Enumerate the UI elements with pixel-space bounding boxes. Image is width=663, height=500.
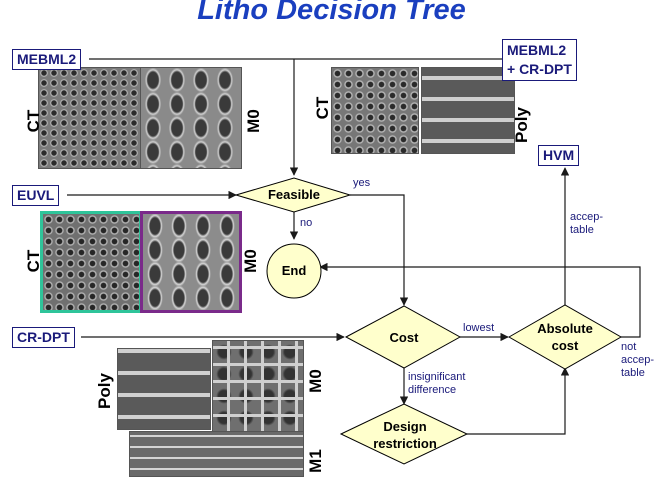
edge-label-insignificant: insignificant difference — [408, 371, 465, 397]
image-label-m1-crdpt: M1 — [306, 449, 325, 473]
image-label-poly-mebml2-crdpt: Poly — [512, 107, 531, 143]
edge-label-not-acceptable-line2: accep- — [621, 354, 655, 366]
connector-absolute-not-acceptable-to-end — [319, 262, 641, 338]
sem-image-crdpt-m1 — [129, 431, 304, 477]
source-euvl: EUVL — [12, 185, 60, 206]
connector-feasible-yes-to-cost — [350, 194, 409, 306]
absolute-cost-label: Absolute cost — [520, 320, 610, 354]
edge-label-no: no — [300, 217, 313, 229]
sem-image-crdpt-poly — [117, 348, 211, 430]
connector-design-to-absolute — [467, 367, 570, 435]
image-label-ct-euvl: CT — [24, 249, 43, 273]
design-restriction-label: Design restriction — [360, 418, 450, 452]
edge-label-not-acceptable-line3: table — [621, 367, 645, 379]
design-restriction-label-line1: Design — [383, 419, 427, 434]
source-mebml2-crdpt: MEBML2 + CR-DPT — [502, 39, 577, 81]
sem-image-euvl-m0 — [140, 211, 242, 313]
cost-label: Cost — [389, 330, 419, 345]
image-label-poly-crdpt: Poly — [95, 373, 114, 409]
image-label-ct-mebml2: CT — [24, 109, 43, 133]
edge-label-yes: yes — [353, 177, 371, 189]
image-label-m0-crdpt: M0 — [306, 369, 325, 393]
edge-label-lowest: lowest — [463, 322, 495, 334]
edge-label-acceptable-line1: accep- — [570, 211, 604, 223]
edge-label-acceptable-line2: table — [570, 224, 594, 236]
sem-image-mebml2-crdpt-ct — [331, 67, 419, 154]
image-label-m0-mebml2: M0 — [244, 109, 263, 133]
edge-label-insignificant-line1: insignificant — [408, 371, 466, 383]
feasible-label: Feasible — [267, 187, 321, 202]
design-restriction-label-line2: restriction — [373, 436, 437, 451]
absolute-cost-node-shape — [507, 304, 623, 370]
source-crdpt: CR-DPT — [12, 327, 75, 348]
sem-image-crdpt-m0 — [212, 340, 304, 432]
end-node-shape — [266, 243, 322, 299]
absolute-cost-label-line2: cost — [551, 338, 579, 353]
sem-image-mebml2-m0 — [140, 67, 242, 169]
edge-label-not-acceptable-line1: not — [621, 341, 637, 353]
edge-label-insignificant-line2: difference — [408, 384, 457, 396]
edge-label-acceptable: accep- table — [570, 211, 603, 237]
design-restriction-node-shape — [339, 403, 469, 465]
cost-node-shape — [344, 305, 462, 369]
sem-image-mebml2-crdpt-poly — [421, 67, 515, 154]
absolute-cost-label-line1: Absolute — [537, 321, 593, 336]
source-mebml2: MEBML2 — [12, 49, 82, 70]
source-mebml2-crdpt-line1: MEBML2 — [507, 42, 567, 58]
edge-label-not-acceptable: not accep- table — [621, 341, 654, 380]
image-label-m0-euvl: M0 — [241, 249, 260, 273]
hvm-box: HVM — [538, 145, 580, 166]
sem-image-mebml2-ct — [38, 67, 142, 169]
page-title: Litho Decision Tree — [197, 0, 466, 26]
image-label-ct-mebml2-crdpt: CT — [313, 96, 332, 120]
source-mebml2-crdpt-line2: + CR-DPT — [507, 61, 572, 77]
end-label: End — [281, 263, 307, 278]
feasible-node-shape — [234, 177, 352, 213]
